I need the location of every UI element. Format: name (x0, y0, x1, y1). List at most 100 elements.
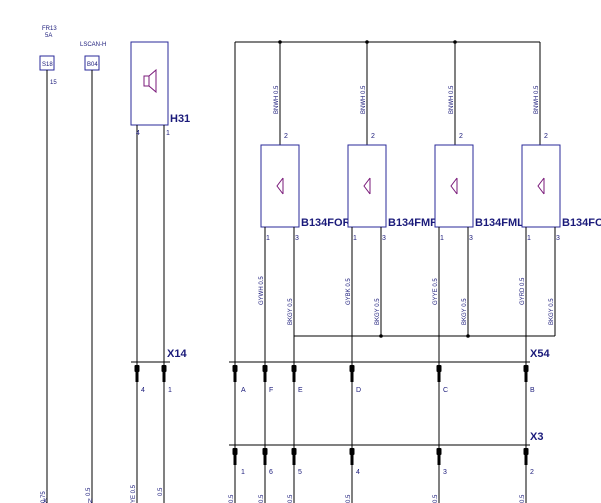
bottom-wire-5: 0.5 (229, 494, 235, 503)
can-lscan-h: LSCAN-H B04 (80, 42, 106, 503)
x3-pin-marker (232, 448, 238, 465)
sensor-b134fml: BNWH 0.5 2 B134FML 1 3 GYYE 0.5 BKGY 0.5 (433, 42, 524, 503)
bottom-mark-1: X (43, 499, 47, 503)
sensor-1-wire-right: BKGY 0.5 (288, 298, 294, 325)
sensor-icon (537, 177, 545, 195)
fuse-name: FR13 (42, 26, 57, 32)
x3-pin-2: 6 (269, 469, 273, 476)
x3-pin-3: 5 (298, 469, 302, 476)
x54-pin-marker (349, 365, 355, 382)
x3-pin-1: 1 (241, 469, 245, 476)
sensor-icon (450, 177, 458, 195)
x3-pin-marker (291, 448, 297, 465)
component-h31: H31 4 1 (130, 41, 190, 503)
sensor-4-pin-right: 3 (556, 235, 560, 242)
can-name: LSCAN-H (80, 42, 106, 48)
sensor-4-wire-right: BKGY 0.5 (549, 298, 555, 325)
sensor-1-pin-right: 3 (295, 235, 299, 242)
sensor-icon (363, 177, 371, 195)
h31-pin-right: 1 (166, 130, 170, 137)
x14-pin-marker (134, 365, 140, 382)
ground-junction-2 (466, 334, 470, 338)
ground-junction-1 (379, 334, 383, 338)
sensor-1-wire-left: GYWH 0.5 (259, 276, 265, 305)
sensor-3-box (434, 144, 474, 228)
sensor-3-wire-right: BKGY 0.5 (462, 298, 468, 325)
x54-pin-5: C (443, 387, 448, 394)
sensor-4-wire-left: GYRD 0.5 (520, 277, 526, 305)
sensor-4-pin-left: 1 (527, 235, 531, 242)
x54-pin-4: D (356, 387, 361, 394)
sensor-b134for: BNWH 0.5 2 B134FOR 1 3 GYWH 0.5 BKGY 0.5 (259, 42, 351, 503)
fuse-fr13: FR13 5A S18 15 (39, 26, 57, 503)
bottom-wire-8: 0.5 (346, 494, 352, 503)
fuse-pin: 15 (50, 80, 57, 86)
can-terminal: B04 (87, 62, 98, 68)
x54-pin-marker (262, 365, 268, 382)
x14-pin-1: 4 (141, 387, 145, 394)
h31-pin-left: 4 (136, 130, 140, 137)
x54-pin-marker (523, 365, 529, 382)
bottom-mark-2: N (88, 499, 92, 503)
sensor-1-pin-left: 1 (266, 235, 270, 242)
x3-pin-marker (349, 448, 355, 465)
sensor-4-box (521, 144, 561, 228)
sensor-1-pin-top: 2 (284, 133, 288, 140)
bottom-wire-9: 0.5 (433, 494, 439, 503)
sensor-1-wire-top: BNWH 0.5 (274, 85, 280, 114)
sensor-b134fmr: BNWH 0.5 2 B134FMR 1 3 GYBK 0.5 BKGY 0.5 (346, 42, 438, 503)
bottom-wire-6: 0.5 (259, 494, 265, 503)
sensor-3-pin-left: 1 (440, 235, 444, 242)
x3-pin-marker (262, 448, 268, 465)
x3-pin-marker (523, 448, 529, 465)
sensor-2-wire-right: BKGY 0.5 (375, 298, 381, 325)
x3-pin-4: 4 (356, 469, 360, 476)
sensor-2-pin-right: 3 (382, 235, 386, 242)
x14-pin-2: 1 (168, 387, 172, 394)
bottom-wire-1: 0.75 (41, 491, 47, 503)
sensor-3-label: B134FML (475, 217, 524, 229)
connector-x3: X3 1 6 5 4 3 2 (229, 431, 543, 476)
x54-pin-marker (291, 365, 297, 382)
sensor-2-label: B134FMR (388, 217, 438, 229)
sensor-1-box (260, 144, 300, 228)
h31-label: H31 (170, 113, 190, 125)
bottom-wire-10: 0.5 (520, 494, 526, 503)
x3-label: X3 (530, 431, 543, 443)
fuse-terminal: S18 (42, 62, 53, 68)
x3-pin-6: 2 (530, 469, 534, 476)
sensor-4-pin-top: 2 (544, 133, 548, 140)
x14-label: X14 (167, 348, 187, 360)
x54-pin-1: A (241, 387, 246, 394)
bottom-wire-7: 0.5 (288, 494, 294, 503)
x54-label: X54 (530, 348, 550, 360)
x54-pin-6: B (530, 387, 535, 394)
fuse-rating: 5A (45, 33, 52, 39)
sensor-2-box (347, 144, 387, 228)
sensor-3-wire-top: BNWH 0.5 (449, 85, 455, 114)
x54-pin-3: E (298, 387, 303, 394)
x3-pin-5: 3 (443, 469, 447, 476)
sensor-2-pin-top: 2 (371, 133, 375, 140)
sensor-2-pin-left: 1 (353, 235, 357, 242)
x14-pin-marker (161, 365, 167, 382)
sensor-4-wire-top: BNWH 0.5 (534, 85, 540, 114)
connector-x14: X14 4 1 (131, 348, 187, 394)
speaker-icon (143, 68, 157, 94)
x54-pin-marker (436, 365, 442, 382)
x54-pin-marker (232, 365, 238, 382)
sensor-4-label: B134FOL (562, 217, 601, 229)
sensor-icon (276, 177, 284, 195)
sensor-3-pin-right: 3 (469, 235, 473, 242)
x3-pin-marker (436, 448, 442, 465)
sensor-1-label: B134FOR (301, 217, 351, 229)
connector-x54: X54 A F E D C B (229, 348, 550, 394)
sensor-3-wire-left: GYYE 0.5 (433, 278, 439, 305)
sensor-2-wire-left: GYBK 0.5 (346, 278, 352, 305)
sensor-2-wire-top: BNWH 0.5 (361, 85, 367, 114)
sensor-3-pin-top: 2 (459, 133, 463, 140)
bottom-wire-3: YE 0.5 (131, 484, 137, 503)
x54-pin-2: F (269, 387, 273, 394)
bottom-wire-2: 0.5 (86, 487, 92, 496)
